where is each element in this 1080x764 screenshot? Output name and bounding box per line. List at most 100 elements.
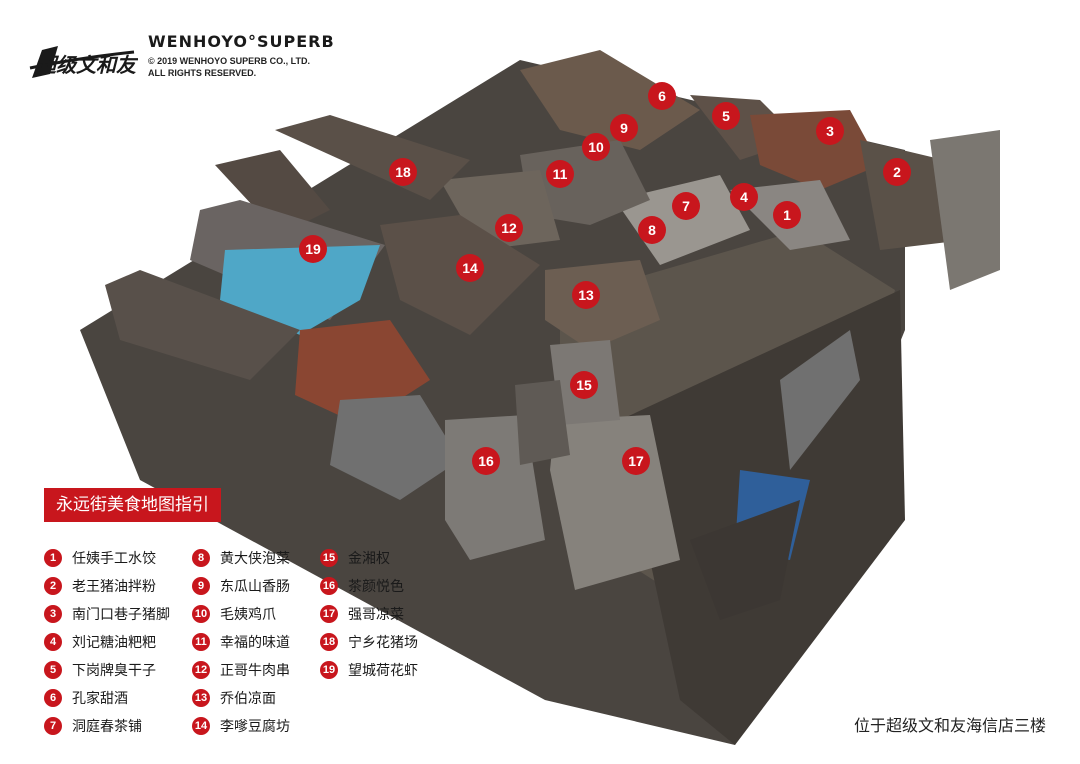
legend-item[interactable]: 1 任姨手工水饺 <box>44 544 170 572</box>
map-marker-12[interactable]: 12 <box>495 214 523 242</box>
legend-number-badge: 1 <box>44 549 62 567</box>
legend-item[interactable]: 5 下岗牌臭干子 <box>44 656 170 684</box>
legend-label: 任姨手工水饺 <box>72 551 156 567</box>
brand-copyright-line2: ALL RIGHTS RESERVED. <box>148 68 257 78</box>
legend-number-badge: 6 <box>44 689 62 707</box>
map-marker-number: 4 <box>740 189 748 205</box>
map-marker-number: 13 <box>578 287 594 303</box>
map-marker-10[interactable]: 10 <box>582 133 610 161</box>
map-marker-number: 10 <box>588 139 604 155</box>
legend-item[interactable]: 13 乔伯凉面 <box>192 684 290 712</box>
brand-copyright-line1: © 2019 WENHOYO SUPERB CO., LTD. <box>148 56 310 66</box>
brand-copyright: © 2019 WENHOYO SUPERB CO., LTD. ALL RIGH… <box>148 55 335 79</box>
map-marker-number: 6 <box>658 88 666 104</box>
legend-number-badge: 13 <box>192 689 210 707</box>
legend-item[interactable]: 14 李嗲豆腐坊 <box>192 712 290 740</box>
legend-number-badge: 19 <box>320 661 338 679</box>
legend-number-badge: 9 <box>192 577 210 595</box>
legend-label: 强哥凉菜 <box>348 607 404 623</box>
map-marker-6[interactable]: 6 <box>648 82 676 110</box>
map-marker-number: 12 <box>501 220 517 236</box>
map-marker-4[interactable]: 4 <box>730 183 758 211</box>
legend-number-badge: 2 <box>44 577 62 595</box>
map-marker-1[interactable]: 1 <box>773 201 801 229</box>
legend-number-badge: 5 <box>44 661 62 679</box>
legend-label: 黄大侠泡菜 <box>220 551 290 567</box>
legend-label: 金湘权 <box>348 551 390 567</box>
map-marker-9[interactable]: 9 <box>610 114 638 142</box>
brand-logo: 超级文和友 <box>29 46 138 78</box>
legend-item[interactable]: 15 金湘权 <box>320 544 418 572</box>
map-marker-8[interactable]: 8 <box>638 216 666 244</box>
map-marker-2[interactable]: 2 <box>883 158 911 186</box>
legend-number-badge: 14 <box>192 717 210 735</box>
legend-label: 东瓜山香肠 <box>220 579 290 595</box>
legend-label: 下岗牌臭干子 <box>72 663 156 679</box>
map-marker-19[interactable]: 19 <box>299 235 327 263</box>
legend-label: 刘记糖油粑粑 <box>72 635 156 651</box>
legend-item[interactable]: 8 黄大侠泡菜 <box>192 544 290 572</box>
map-marker-number: 16 <box>478 453 494 469</box>
map-marker-13[interactable]: 13 <box>572 281 600 309</box>
legend-item[interactable]: 17 强哥凉菜 <box>320 600 418 628</box>
legend-number-badge: 4 <box>44 633 62 651</box>
brand-logo-text: 超级文和友 <box>35 53 138 77</box>
map-marker-17[interactable]: 17 <box>622 447 650 475</box>
brand-name: WENHOYO°SUPERB <box>148 32 335 51</box>
legend-label: 幸福的味道 <box>220 635 290 651</box>
map-marker-3[interactable]: 3 <box>816 117 844 145</box>
map-marker-15[interactable]: 15 <box>570 371 598 399</box>
legend-label: 毛姨鸡爪 <box>220 607 276 623</box>
legend-number-badge: 7 <box>44 717 62 735</box>
map-marker-number: 18 <box>395 164 411 180</box>
map-marker-18[interactable]: 18 <box>389 158 417 186</box>
map-marker-number: 14 <box>462 260 478 276</box>
legend-number-badge: 18 <box>320 633 338 651</box>
map-marker-5[interactable]: 5 <box>712 102 740 130</box>
legend-number-badge: 8 <box>192 549 210 567</box>
legend-title: 永远街美食地图指引 <box>44 488 221 522</box>
brand-header: 超级文和友 WENHOYO°SUPERB © 2019 WENHOYO SUPE… <box>28 30 388 90</box>
map-marker-number: 7 <box>682 198 690 214</box>
map-marker-number: 11 <box>553 166 568 182</box>
legend-number-badge: 15 <box>320 549 338 567</box>
map-marker-number: 9 <box>620 120 628 136</box>
legend-item[interactable]: 4 刘记糖油粑粑 <box>44 628 170 656</box>
legend-label: 乔伯凉面 <box>220 691 276 707</box>
map-marker-number: 1 <box>783 207 791 223</box>
map-marker-number: 15 <box>576 377 592 393</box>
map-marker-7[interactable]: 7 <box>672 192 700 220</box>
legend-item[interactable]: 18 宁乡花猪场 <box>320 628 418 656</box>
map-marker-14[interactable]: 14 <box>456 254 484 282</box>
legend-label: 李嗲豆腐坊 <box>220 719 290 735</box>
map-marker-number: 17 <box>628 453 644 469</box>
map-marker-number: 5 <box>722 108 730 124</box>
legend-item[interactable]: 7 洞庭春茶铺 <box>44 712 170 740</box>
map-marker-11[interactable]: 11 <box>546 160 574 188</box>
legend-label: 宁乡花猪场 <box>348 635 418 651</box>
legend-label: 孔家甜酒 <box>72 691 128 707</box>
legend-number-badge: 17 <box>320 605 338 623</box>
legend-item[interactable]: 6 孔家甜酒 <box>44 684 170 712</box>
map-markers: 1 2 3 4 5 6 7 8 <box>299 82 911 475</box>
legend-number-badge: 16 <box>320 577 338 595</box>
legend-item[interactable]: 9 东瓜山香肠 <box>192 572 290 600</box>
map-marker-16[interactable]: 16 <box>472 447 500 475</box>
legend-number-badge: 3 <box>44 605 62 623</box>
map-marker-number: 3 <box>826 123 834 139</box>
location-note: 位于超级文和友海信店三楼 <box>853 716 1046 735</box>
map-marker-number: 8 <box>648 222 656 238</box>
brand-text: WENHOYO°SUPERB © 2019 WENHOYO SUPERB CO.… <box>148 32 335 79</box>
legend-label: 洞庭春茶铺 <box>72 719 142 735</box>
legend-number-badge: 12 <box>192 661 210 679</box>
